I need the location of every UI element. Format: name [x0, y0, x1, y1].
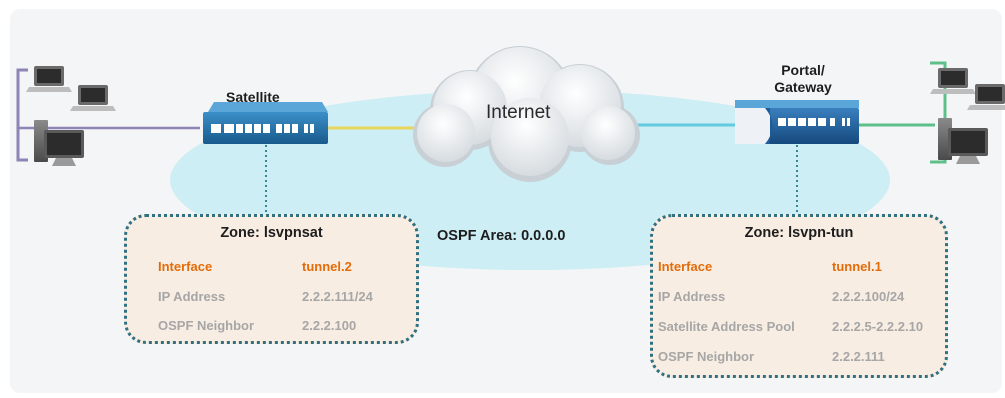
gateway-ospf-neighbor-value: 2.2.2.111: [832, 349, 885, 364]
left-lan-bracket: [16, 68, 28, 162]
gateway-firewall-icon: [735, 100, 859, 144]
gateway-ospf-neighbor-key: OSPF Neighbor: [658, 349, 755, 364]
gateway-label: Portal/ Gateway: [770, 62, 836, 96]
satellite-zone-title: Zone: lsvpnsat: [220, 225, 323, 241]
right-lan-bracket: [930, 61, 947, 164]
left-laptop-icon: [26, 66, 72, 92]
satellite-label: Satellite: [226, 89, 280, 105]
gateway-label-line2: Gateway: [774, 79, 832, 95]
satellite-firewall-icon: [203, 102, 328, 144]
satellite-ospf-neighbor-value: 2.2.2.100: [302, 318, 357, 333]
right-laptop-icon: [930, 68, 976, 94]
gateway-zone-title: Zone: lsvpn-tun: [744, 225, 854, 241]
right-desktop-icon: [938, 118, 988, 164]
gateway-pool-value: 2.2.2.5-2.2.2.10: [832, 319, 924, 334]
gateway-label-line1: Portal/: [781, 62, 825, 78]
satellite-ip-key: IP Address: [158, 289, 226, 304]
satellite-interface-key: Interface: [158, 259, 213, 274]
satellite-interface-value: tunnel.2: [302, 259, 352, 274]
left-desktop-icon: [34, 120, 84, 166]
internet-cloud-icon: [413, 46, 640, 182]
gateway-interface-key: Interface: [658, 259, 713, 274]
gateway-interface-value: tunnel.1: [832, 259, 882, 274]
gateway-ip-key: IP Address: [658, 289, 726, 304]
gateway-zone-box: Zone: lsvpn-tun Interface tunnel.1 IP Ad…: [650, 214, 948, 378]
gateway-ip-value: 2.2.2.100/24: [832, 289, 905, 304]
satellite-ospf-neighbor-key: OSPF Neighbor: [158, 318, 255, 333]
left-laptop-2-icon: [70, 85, 116, 111]
gateway-pool-key: Satellite Address Pool: [658, 319, 795, 334]
satellite-ip-value: 2.2.2.111/24: [302, 289, 373, 304]
ospf-area-label: OSPF Area: 0.0.0.0: [437, 228, 566, 244]
right-laptop-2-icon: [967, 84, 1005, 110]
internet-label: Internet: [486, 102, 551, 123]
satellite-zone-box: Zone: lsvpnsat Interface tunnel.2 IP Add…: [124, 214, 419, 344]
